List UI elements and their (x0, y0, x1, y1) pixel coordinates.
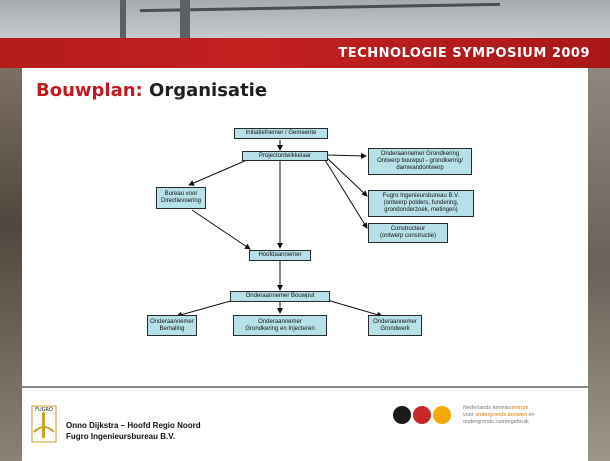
symposium-title: TECHNOLOGIE SYMPOSIUM 2009 (338, 46, 590, 61)
fugro-logo-text: FUGRO (35, 407, 53, 413)
header-banner: TECHNOLOGIE SYMPOSIUM 2009 (0, 0, 610, 68)
node-onderaannemer-bouwput: Onderaannemer Bouwput (230, 291, 330, 302)
cob-tagline-2b: ondergronds bouwen (475, 412, 527, 418)
edge-projectontwikkelaar-grondkering (326, 152, 367, 159)
node-hoofdaannemer: Hoofdaannemer (249, 250, 311, 261)
presenter-name: Onno Dijkstra – Hoofd Regio Noord (66, 421, 201, 430)
slide-title: Bouwplan: Organisatie (36, 80, 267, 101)
org-chart-edges (176, 140, 383, 318)
right-photo-edge (588, 68, 610, 461)
edge-bouwput-bemaling (176, 299, 235, 318)
cob-circle-black (393, 406, 411, 424)
footer-divider (22, 386, 588, 388)
cob-tagline: Nederlands kenniscentrum voor ondergrond… (463, 405, 583, 426)
node-bureau-directievoering: Bureau voor Directievoering (156, 187, 206, 209)
presenter-info: Onno Dijkstra – Hoofd Regio Noord Fugro … (66, 420, 201, 442)
slide-panel: Bouwplan: Organisatie Initiatiefnemer / … (22, 68, 588, 461)
cob-tagline-1a: Nederlands kennis (463, 405, 509, 411)
cob-circle-red (413, 406, 431, 424)
left-photo-edge (0, 68, 22, 461)
edge-bureau-hoofdaannemer (191, 209, 251, 250)
node-onderaannemer-grondwerk: Onderaannemer Grondwerk (368, 315, 422, 336)
node-fugro-ingenieursbureau: Fugro Ingenieursbureau B.V. (ontwerp pol… (368, 190, 474, 217)
banner-post (180, 0, 190, 40)
edge-projectontwikkelaar-constructeur (324, 159, 368, 229)
slide-title-accent: Bouwplan: (36, 80, 143, 101)
footer: FUGRO Onno Dijkstra – Hoofd Regio Noord … (22, 388, 588, 461)
node-onderaannemer-grondkering-ontwerp: Onderaannemer Grondkering Ontwerp bouwpu… (368, 148, 472, 175)
cob-circle-yellow (433, 406, 451, 424)
fugro-logo: FUGRO (30, 404, 58, 444)
presenter-company: Fugro Ingenieursbureau B.V. (66, 432, 176, 441)
cob-tagline-3: ondergronds ruimtegebruik (463, 419, 529, 425)
node-constructeur: Constructeur (ontwerp constructie) (368, 223, 448, 243)
slide-title-rest: Organisatie (142, 80, 268, 101)
edge-projectontwikkelaar-bureau (188, 159, 248, 186)
node-initiatiefnemer: Initiatiefnemer / Gemeente (234, 128, 328, 139)
node-onderaannemer-bemaling: Onderaannemer Bemaling (147, 315, 197, 336)
node-projectontwikkelaar: Projectontwikkelaar (242, 151, 328, 161)
banner-post (120, 0, 126, 40)
node-onderaannemer-grondkering-injecteren: Onderaannemer Grondkering en Injecteren (233, 315, 327, 336)
edge-bouwput-grondwerk (326, 299, 383, 318)
cob-tagline-2c: en (526, 412, 535, 418)
banner-red-strip (0, 38, 610, 68)
cob-tagline-2a: voor (463, 412, 476, 418)
edge-projectontwikkelaar-fugro (326, 157, 368, 197)
cob-tagline-1b: centrum (508, 405, 529, 411)
